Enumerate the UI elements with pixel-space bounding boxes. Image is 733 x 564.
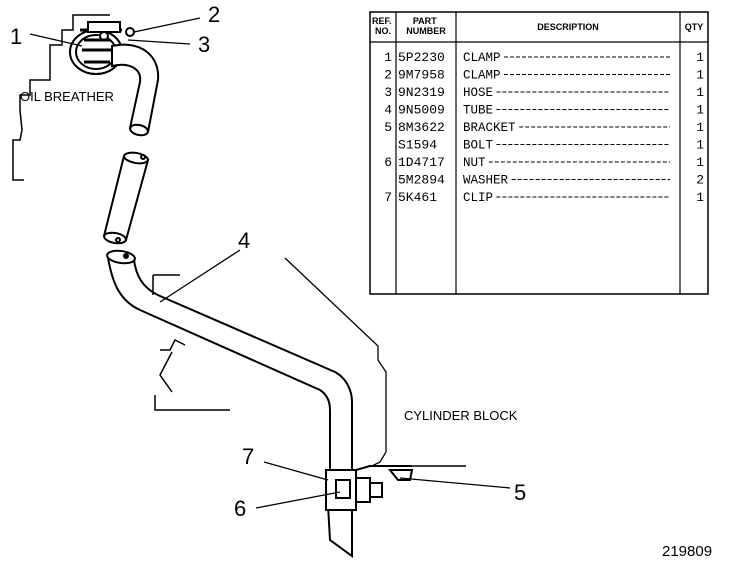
oil-breather-label: OIL BREATHER bbox=[20, 89, 114, 104]
row-ref-number: 2 bbox=[384, 68, 392, 83]
row-description: CLAMP bbox=[463, 69, 501, 83]
table-row: 4 9N5009 TUBE 1 bbox=[384, 103, 704, 118]
tube bbox=[106, 249, 353, 480]
row-qty: 1 bbox=[696, 155, 704, 170]
row-description: HOSE bbox=[463, 86, 493, 100]
row-qty: 1 bbox=[696, 50, 704, 65]
header-ref-line1: REF. bbox=[372, 16, 392, 26]
clip-assembly bbox=[324, 465, 466, 558]
table-row: 6 1D4717 NUT 1 bbox=[384, 155, 704, 170]
table-row: 1 5P2230 CLAMP 1 bbox=[384, 50, 704, 65]
row-qty: 1 bbox=[696, 103, 704, 118]
callout-1: 1 bbox=[10, 24, 22, 49]
row-description: TUBE bbox=[463, 104, 493, 118]
row-ref-number: 4 bbox=[384, 103, 392, 118]
table-row: S1594 BOLT 1 bbox=[398, 138, 704, 153]
header-part-line1: PART bbox=[413, 16, 437, 26]
row-ref-number: 3 bbox=[384, 85, 392, 100]
callout-7: 7 bbox=[242, 444, 254, 469]
callout-3: 3 bbox=[198, 32, 210, 57]
hose bbox=[111, 43, 160, 137]
row-qty: 1 bbox=[696, 138, 704, 153]
callout-2: 2 bbox=[208, 2, 220, 27]
table-row: 5M2894 WASHER 2 bbox=[398, 173, 704, 188]
row-part-number: 9M7958 bbox=[398, 68, 445, 83]
engine-outline bbox=[12, 14, 230, 411]
header-description: DESCRIPTION bbox=[537, 22, 599, 32]
header-ref-line2: NO. bbox=[375, 26, 391, 36]
header-qty: QTY bbox=[685, 22, 704, 32]
row-part-number: 9N2319 bbox=[398, 85, 445, 100]
callout-6: 6 bbox=[234, 496, 246, 521]
row-ref-number: 5 bbox=[384, 120, 392, 135]
row-description: BOLT bbox=[463, 139, 494, 153]
row-ref-number: 6 bbox=[384, 155, 392, 170]
row-description: BRACKET bbox=[463, 121, 516, 135]
table-row: 2 9M7958 CLAMP 1 bbox=[384, 68, 704, 83]
header-ref: REF. NO. bbox=[372, 16, 394, 36]
callout-4: 4 bbox=[238, 228, 250, 253]
row-part-number: 5M2894 bbox=[398, 173, 445, 188]
row-qty: 1 bbox=[696, 120, 704, 135]
figure-number: 219809 bbox=[662, 543, 712, 560]
cylinder-block-label: CYLINDER BLOCK bbox=[404, 408, 518, 423]
row-description: CLIP bbox=[463, 191, 493, 205]
row-qty: 1 bbox=[696, 85, 704, 100]
row-description: WASHER bbox=[463, 174, 509, 188]
callouts: 1 2 3 4 5 6 7 bbox=[10, 2, 526, 521]
row-qty: 1 bbox=[696, 68, 704, 83]
callout-5: 5 bbox=[514, 480, 526, 505]
header-part: PART NUMBER bbox=[406, 16, 446, 36]
hose-middle bbox=[102, 151, 150, 245]
row-part-number: 9N5009 bbox=[398, 103, 445, 118]
oil-breather bbox=[69, 21, 135, 75]
row-qty: 1 bbox=[696, 190, 704, 205]
row-part-number: 5P2230 bbox=[398, 50, 445, 65]
leader-lines bbox=[29, 17, 511, 509]
row-part-number: 5K461 bbox=[398, 190, 437, 205]
row-description: NUT bbox=[463, 156, 486, 170]
table-row: 5 8M3622 BRACKET 1 bbox=[384, 120, 704, 135]
row-part-number: 1D4717 bbox=[398, 155, 445, 170]
cylinder-block-line bbox=[284, 257, 387, 467]
row-part-number: S1594 bbox=[398, 138, 437, 153]
table-row: 7 5K461 CLIP 1 bbox=[384, 190, 704, 205]
row-ref-number: 7 bbox=[384, 190, 392, 205]
table-row: 3 9N2319 HOSE 1 bbox=[384, 85, 704, 100]
row-part-number: 8M3622 bbox=[398, 120, 445, 135]
row-qty: 2 bbox=[696, 173, 704, 188]
row-ref-number: 1 bbox=[384, 50, 392, 65]
table-border bbox=[369, 11, 709, 295]
row-description: CLAMP bbox=[463, 51, 501, 65]
header-part-line2: NUMBER bbox=[406, 26, 446, 36]
